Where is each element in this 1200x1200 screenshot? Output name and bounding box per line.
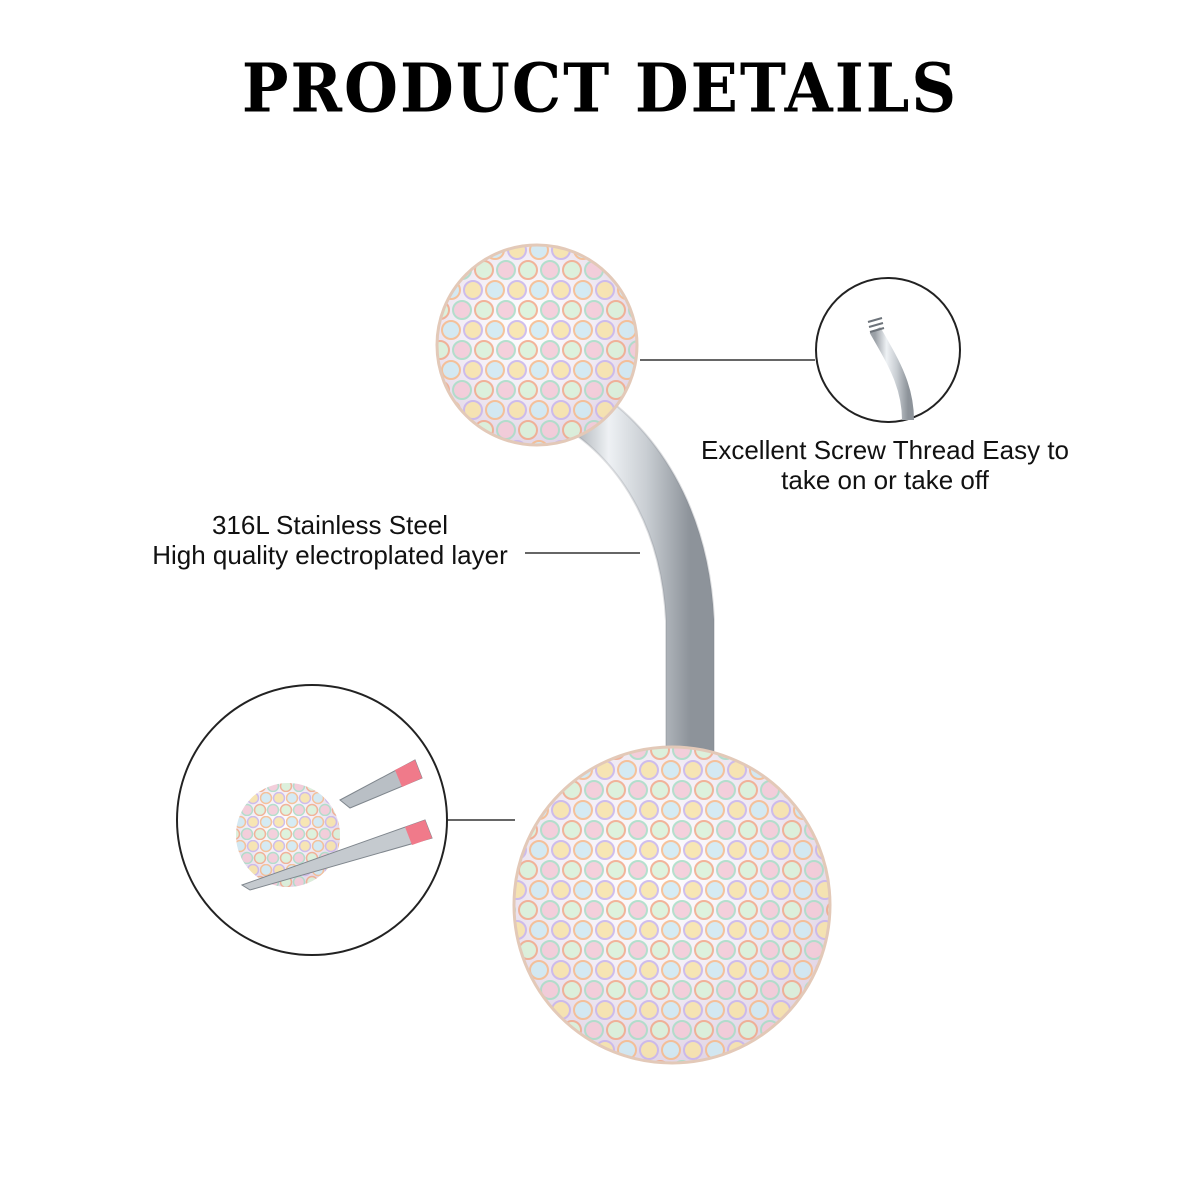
screw-thread-caption: Excellent Screw Thread Easy to take on o… [680, 435, 1090, 495]
tweezers-detail [176, 684, 448, 956]
screw-caption-line1: Excellent Screw Thread Easy to [700, 435, 1070, 465]
steel-caption-line1: 316L Stainless Steel [211, 510, 449, 540]
stainless-steel-caption: 316L Stainless Steel High quality electr… [120, 510, 540, 570]
top-gem-ball [435, 243, 639, 447]
page-title: PRODUCT DETAILS [241, 49, 959, 128]
steel-bar [552, 377, 715, 760]
screw-thread-detail [815, 277, 961, 423]
screw-caption-line2: take on or take off [781, 465, 989, 495]
steel-caption-line2: High quality electroplated layer [152, 540, 508, 570]
bottom-gem-ball [512, 745, 832, 1065]
